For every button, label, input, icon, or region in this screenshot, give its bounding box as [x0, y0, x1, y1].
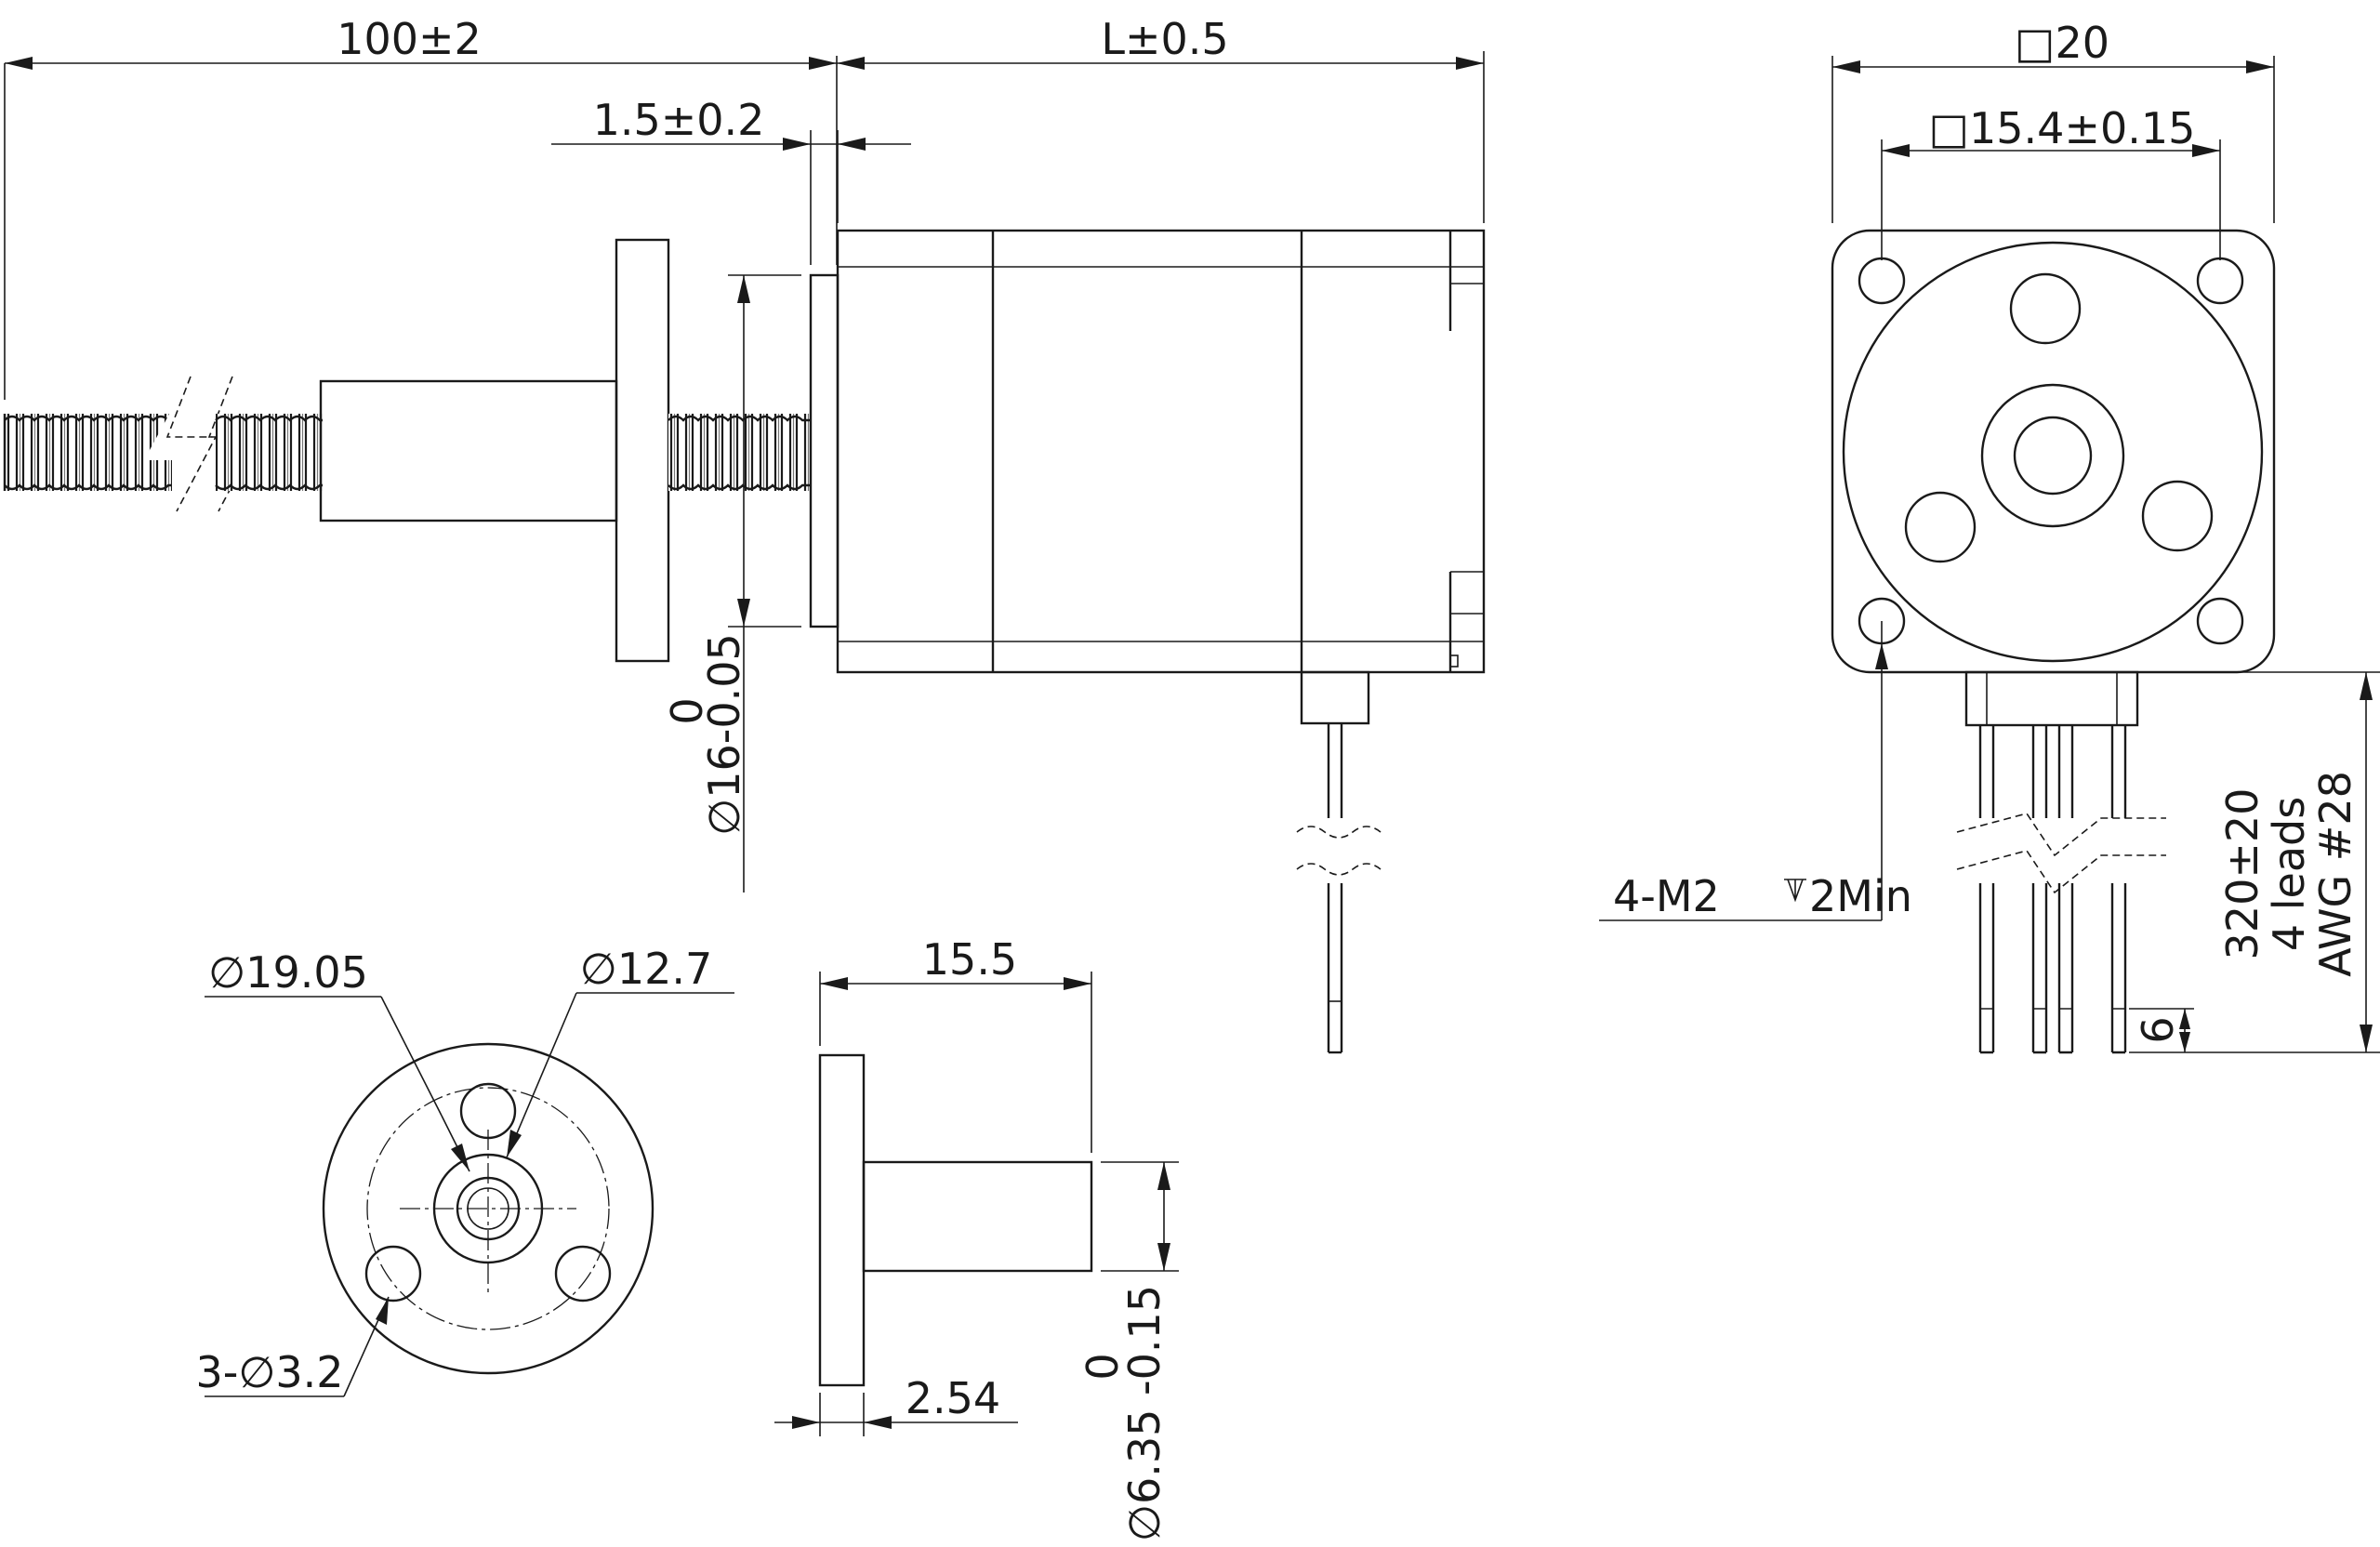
nut-pitch-circle	[366, 1087, 610, 1330]
lead-length-label: 320±20	[2217, 788, 2268, 960]
dimension-lead-length: 320±20 4 leads AWG #28	[2129, 671, 2380, 1053]
depth-symbol-icon	[1784, 879, 1806, 903]
face-hole-right	[2141, 480, 2214, 552]
dimension-boss-height: 1.5±0.2	[551, 95, 911, 265]
mount-hole-top-left	[1858, 257, 1906, 305]
mount-holes-label: 4-M2	[1613, 871, 1720, 921]
nut-body	[319, 379, 618, 522]
motor-boss	[809, 273, 840, 628]
lead-exit	[1296, 670, 1382, 1054]
screw-length-label: 100±2	[337, 14, 482, 64]
hole-spacing-label: □15.4±0.15	[1929, 103, 2196, 153]
dimension-screw-length: 100±2	[4, 14, 838, 400]
motor-length-label: L±0.5	[1101, 14, 1228, 64]
motor-body	[836, 229, 1486, 674]
nut-side-flange	[818, 1053, 866, 1387]
nut-flange-diameter-label: ∅19.05	[208, 947, 368, 998]
dimension-mount-holes: 4-M2 2Min	[1599, 621, 1912, 921]
nut-flange-outline	[322, 1042, 654, 1375]
nut-side-view: 15.5 2.54 0 ∅6.35 -0.15	[774, 934, 1179, 1541]
face-hole-left	[1904, 491, 1977, 563]
lead-screw-mid	[215, 414, 323, 491]
nut-front-view: ∅19.05 ∅12.7 3-∅3.2	[195, 944, 734, 1397]
nut-hole-left	[364, 1245, 422, 1302]
boss-height-label: 1.5±0.2	[593, 95, 765, 145]
dimension-motor-length: L±0.5	[837, 14, 1485, 223]
side-view: 100±2 L±0.5 1.5±0.2 0 ∅16-0.05	[3, 14, 1486, 1054]
dimension-boss-diameter: 0 ∅16-0.05	[662, 274, 801, 892]
nut-side-body	[862, 1160, 1093, 1273]
lead-wires	[1952, 670, 2166, 1054]
flange-thickness-label: 2.54	[906, 1373, 1000, 1423]
dimension-nut-length: 15.5	[819, 934, 1092, 1153]
shaft-boss	[1980, 383, 2125, 528]
motor-face-circle	[1842, 241, 2264, 663]
nut-body-diameter-tol-label: 0	[1078, 1353, 1128, 1380]
mount-hole-bottom-right	[2196, 597, 2244, 645]
boss-diameter-label: ∅16-0.05	[699, 633, 749, 836]
dimension-hole-spacing: □15.4±0.15	[1881, 103, 2221, 260]
dimension-nut-body-diameter: 0 ∅6.35 -0.15	[1078, 1161, 1179, 1541]
frame-size-label: □20	[2015, 18, 2109, 68]
dimension-nut-holes: 3-∅3.2	[195, 1296, 390, 1397]
dimension-nut-flange-diameter: ∅19.05	[205, 947, 470, 1172]
strip-length-label: 6	[2133, 1016, 2183, 1043]
shaft-end	[2013, 416, 2093, 496]
dimension-flange-thickness: 2.54	[774, 1373, 1018, 1436]
dimension-nut-pitch-diameter: ∅12.7	[506, 944, 734, 1158]
nut-holes-label: 3-∅3.2	[195, 1347, 343, 1397]
mount-hole-top-right	[2196, 257, 2244, 305]
lead-screw-left	[3, 414, 172, 491]
face-hole-top	[2009, 272, 2082, 345]
dimension-frame-size: □20	[1831, 18, 2275, 223]
lead-screw-right	[668, 414, 811, 491]
nut-length-label: 15.5	[922, 934, 1017, 985]
lead-gauge-label: AWG #28	[2310, 771, 2360, 977]
nut-hole-right	[554, 1245, 612, 1302]
end-view: □20 □15.4±0.15 4-M2 2Min 320±20	[1599, 18, 2380, 1054]
mount-depth-label: 2Min	[1809, 871, 1912, 921]
nut-pitch-diameter-label: ∅12.7	[580, 944, 713, 994]
dimension-strip-length: 6	[2129, 1008, 2194, 1052]
nut-flange	[615, 238, 670, 663]
boss-diameter-tol-label: 0	[662, 697, 712, 724]
lead-count-label: 4 leads	[2264, 797, 2314, 951]
nut-body-diameter-label: ∅6.35 -0.15	[1119, 1285, 1170, 1541]
